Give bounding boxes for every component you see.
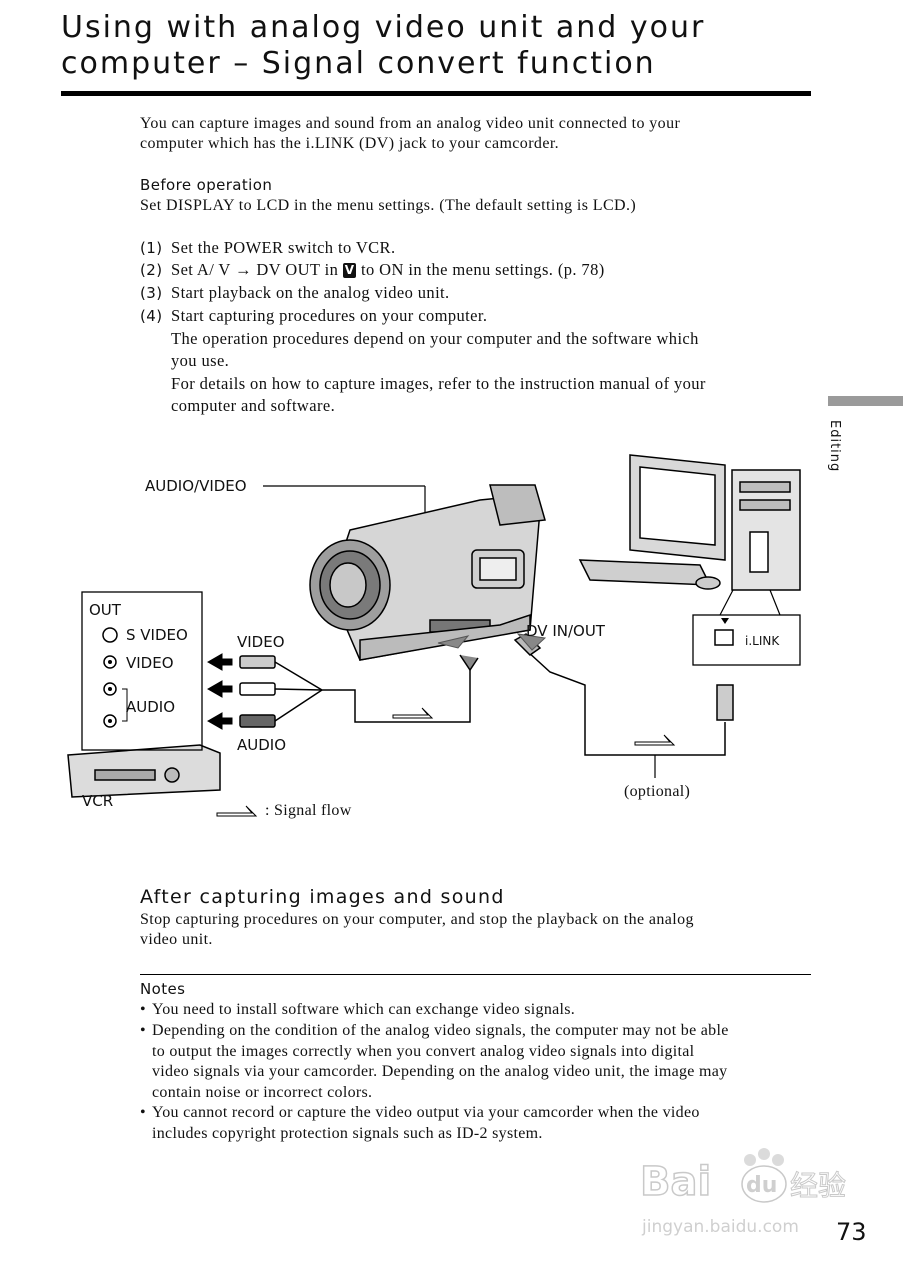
step-text: Start playback on the analog video unit. [171,283,450,302]
before-operation: Before operation Set DISPLAY to LCD in t… [140,175,636,216]
audio-jack-label: AUDIO [126,698,176,716]
notes-divider [140,974,811,975]
baidu-watermark: Bai du 经验 jingyan.baidu.com [639,1140,850,1240]
step-text: computer and software. [171,396,336,415]
cable-video-label: VIDEO [237,633,285,651]
note-item: • You need to install software which can… [140,1000,812,1021]
computer-illustration [578,454,801,591]
step-2: (2) Set A/ V → DV OUT in V to ON in the … [140,259,810,282]
video-jack-icon [103,655,117,669]
ilink-label: i.LINK [745,634,780,648]
note-item: • Depending on the condition of the anal… [140,1022,729,1101]
notes-heading: Notes [140,980,186,998]
after-capturing-text: Stop capturing procedures on your comput… [140,911,694,948]
audio-video-label: AUDIO/VIDEO [145,477,247,495]
title-line-1: Using with analog video unit and your [61,10,706,45]
connection-diagram-art [67,454,801,817]
title-line-2: computer – Signal convert function [61,46,656,81]
step-number: (4) [140,307,163,325]
step-text-post: to ON in the menu settings. (p. 78) [361,260,605,279]
step-text: you use. [171,351,230,370]
step-3: (3) Start playback on the analog video u… [140,282,810,305]
s-video-jack-icon [102,627,118,643]
bullet-icon: • [140,1001,146,1018]
svg-text:du: du [746,1173,777,1198]
svg-text:经验: 经验 [790,1169,846,1202]
step-number: (3) [140,284,163,302]
audio-jack-icon [103,714,117,728]
step-text-mid: DV OUT in [256,260,339,279]
camcorder-illustration [309,484,546,661]
step-number: (2) [140,261,163,279]
step-text: Set the POWER switch to VCR. [171,238,396,257]
step-text: Start capturing procedures on your compu… [171,306,488,325]
signal-arrows-to-vcr [206,653,233,730]
vcr-illustration [67,744,221,798]
vtr-menu-icon: V [342,263,357,278]
ilink-port-panel [692,614,801,666]
step-4: (4) Start capturing procedures on your c… [140,305,810,418]
dv-port-icon [714,629,734,646]
after-capturing-heading: After capturing images and sound [140,886,505,908]
page-title: Using with analog video unit and your co… [61,10,821,82]
out-label: OUT [89,601,121,619]
svg-text:jingyan.baidu.com: jingyan.baidu.com [641,1217,799,1237]
before-operation-text: Set DISPLAY to LCD in the menu settings.… [140,197,637,214]
rca-cable [239,654,479,728]
s-video-label: S VIDEO [126,626,188,644]
arrow-right-icon: → [234,260,252,279]
section-tab-label: Editing [827,420,842,473]
before-operation-heading: Before operation [140,176,273,194]
video-jack-label: VIDEO [126,654,174,672]
step-1: (1) Set the POWER switch to VCR. [140,237,810,260]
vcr-label: VCR [82,792,114,810]
step-text: The operation procedures depend on your … [171,328,699,348]
step-text: For details on how to capture images, re… [171,373,706,393]
bullet-icon: • [140,1022,146,1039]
svg-text:Bai: Bai [640,1159,711,1205]
intro-line-2: computer which has the i.LINK (DV) jack … [140,135,560,152]
audio-jack-icon [103,682,117,696]
dv-in-out-label: DV IN/OUT [526,622,605,640]
intro-paragraph: You can capture images and sound from an… [140,114,680,154]
signal-flow-legend: : Signal flow [265,802,352,819]
baidu-paw-logo: Bai du 经验 jingyan.baidu.com [639,1148,847,1237]
connection-diagram: AUDIO/VIDEO OUT S VIDEO VIDEO AUDIO VCR … [60,440,820,840]
page-number: 73 [836,1218,867,1246]
optional-label: (optional) [624,783,691,800]
bullet-icon: • [140,1104,146,1121]
intro-line-1: You can capture images and sound from an… [140,115,681,132]
note-item: • You cannot record or capture the video… [140,1104,700,1142]
step-text-pre: Set A/ V [171,260,231,279]
section-tab [828,396,903,406]
signal-flow-arrow-icon [216,707,676,817]
cable-audio-label: AUDIO [237,736,287,754]
dv-cable [513,633,734,756]
out-jack-panel [81,591,203,751]
title-rule [61,91,811,96]
step-number: (1) [140,239,163,257]
